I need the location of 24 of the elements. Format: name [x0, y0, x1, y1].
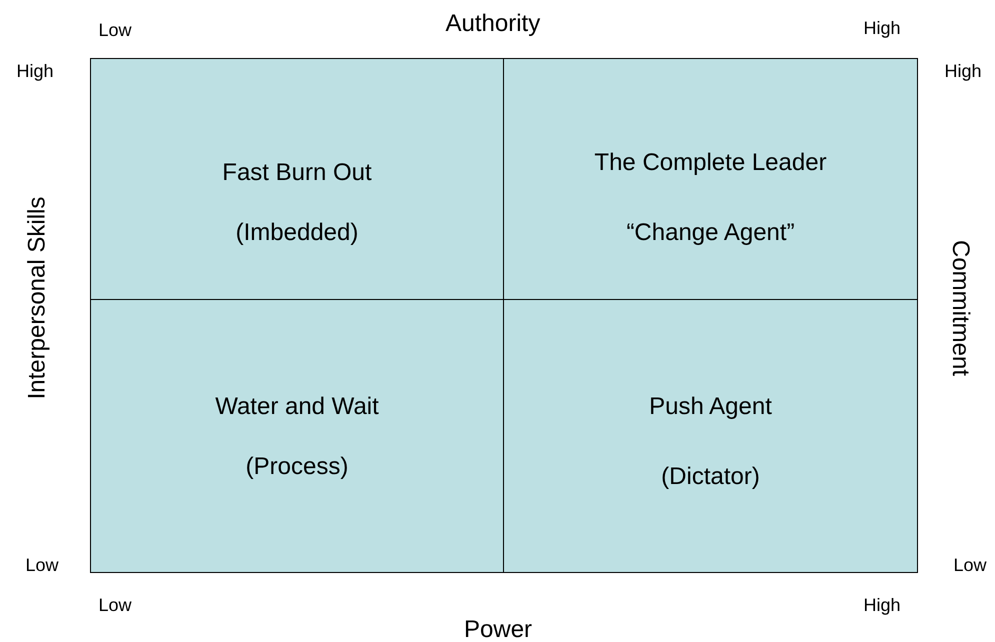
- axis-tick-label: High: [944, 60, 982, 82]
- quadrant-box: [90, 299, 504, 573]
- axis-title: Interpersonal Skills: [22, 196, 51, 400]
- quadrant-subtitle: (Dictator): [661, 463, 760, 491]
- axis-tick-label: Low: [98, 594, 132, 616]
- axis-tick-label: Low: [954, 554, 987, 576]
- axis-title: Commitment: [946, 240, 974, 376]
- axis-tick-label: High: [864, 18, 901, 38]
- quadrant-title: Push Agent: [649, 393, 772, 421]
- quadrant-box: [503, 58, 918, 300]
- axis-tick-label: Low: [26, 554, 59, 576]
- quadrant-subtitle: “Change Agent”: [626, 219, 795, 247]
- quadrant-subtitle: (Imbedded): [236, 219, 358, 247]
- axis-title: Power: [464, 616, 532, 642]
- axis-title: Authority: [446, 10, 540, 38]
- quadrant-box: [90, 58, 504, 300]
- axis-tick-label: Low: [98, 20, 132, 40]
- quadrant-title: Fast Burn Out: [222, 159, 372, 187]
- quadrant-title: The Complete Leader: [594, 149, 827, 177]
- axis-tick-label: High: [16, 60, 54, 82]
- quadrant-title: Water and Wait: [215, 393, 379, 421]
- axis-tick-label: High: [864, 594, 901, 616]
- quadrant-box: [503, 299, 918, 573]
- quadrant-subtitle: (Process): [246, 453, 348, 481]
